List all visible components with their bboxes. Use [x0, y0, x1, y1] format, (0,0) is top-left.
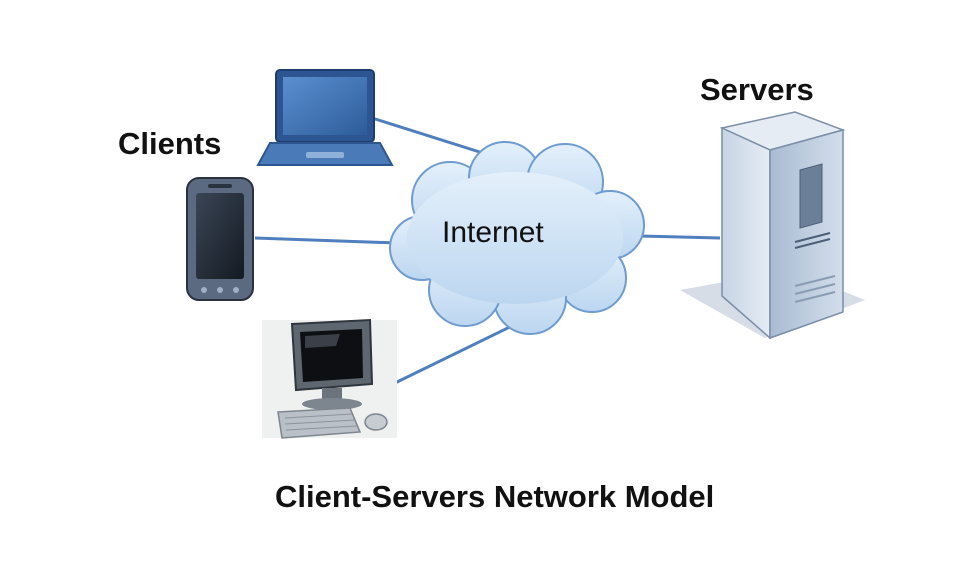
internet-cloud: Internet [389, 141, 645, 335]
servers-label: Servers [700, 72, 814, 107]
laptop-icon [256, 69, 394, 166]
link-desktop-internet [394, 320, 521, 385]
clients-label: Clients [118, 126, 221, 161]
link-internet-server [639, 234, 721, 240]
desktop-computer-icon [262, 318, 397, 439]
diagram-caption: Client-Servers Network Model [275, 479, 714, 514]
link-phone-internet [254, 236, 399, 245]
server-tower-icon [680, 111, 865, 340]
smartphone-icon [186, 177, 254, 301]
internet-label: Internet [442, 216, 544, 249]
